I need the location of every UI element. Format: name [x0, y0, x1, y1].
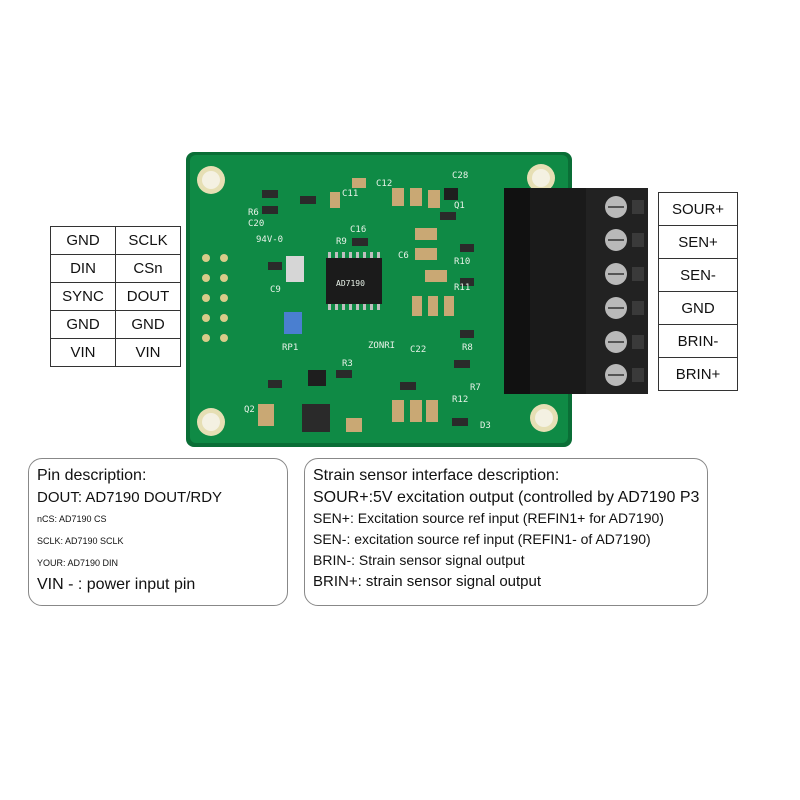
- svg-text:R10: R10: [454, 257, 470, 267]
- strain-description-line: SEN+: Excitation source ref input (REFIN…: [313, 510, 664, 526]
- pin-cell: GND: [50, 226, 116, 255]
- svg-text:Q1: Q1: [454, 201, 465, 211]
- terminal-label-table: SOUR+ SEN+ SEN- GND BRIN- BRIN+: [658, 192, 738, 391]
- pin-description-title: Pin description:: [37, 467, 147, 484]
- svg-text:R6: R6: [248, 208, 259, 218]
- strain-description-line: SEN-: excitation source ref input (REFIN…: [313, 531, 651, 547]
- svg-text:ZONRI: ZONRI: [368, 341, 395, 351]
- resistor-pack: [284, 312, 302, 334]
- pin-cell: DIN: [50, 254, 116, 283]
- pin-description-box: Pin description: DOUT: AD7190 DOUT/RDY n…: [28, 458, 288, 606]
- svg-text:D3: D3: [480, 421, 491, 431]
- svg-text:C20: C20: [248, 219, 264, 229]
- pin-description-line: YOUR: AD7190 DIN: [37, 558, 119, 568]
- pin-header-table: GND SCLK DIN CSn SYNC DOUT GND GND VIN V…: [50, 226, 181, 367]
- pin-cell: SCLK: [115, 226, 181, 255]
- pin-row: DIN CSn: [50, 254, 181, 283]
- mounting-holes: [197, 164, 558, 436]
- strain-description-title: Strain sensor interface description:: [313, 467, 560, 484]
- svg-text:C12: C12: [376, 179, 392, 189]
- terminal-block: [504, 188, 648, 394]
- pin-cell: DOUT: [115, 282, 181, 311]
- pin-description-line: DOUT: AD7190 DOUT/RDY: [37, 489, 223, 506]
- pin-description-line: nCS: AD7190 CS: [37, 514, 107, 524]
- terminal-label: BRIN+: [658, 357, 738, 391]
- svg-text:RP1: RP1: [282, 343, 298, 353]
- svg-text:R7: R7: [470, 383, 481, 393]
- crystal: [286, 256, 304, 282]
- pin-description-line: SCLK: AD7190 SCLK: [37, 536, 124, 546]
- svg-text:C22: C22: [410, 345, 426, 355]
- svg-text:C28: C28: [452, 171, 468, 181]
- pin-row: SYNC DOUT: [50, 282, 181, 311]
- pin-cell: GND: [115, 310, 181, 339]
- svg-text:C16: C16: [350, 225, 366, 235]
- terminal-screws: [605, 196, 627, 386]
- svg-text:R3: R3: [342, 359, 353, 369]
- svg-text:Q2: Q2: [244, 405, 255, 415]
- terminal-label: SOUR+: [658, 192, 738, 226]
- pin-cell: SYNC: [50, 282, 116, 311]
- pin-cell: CSn: [115, 254, 181, 283]
- pin-cell: VIN: [50, 338, 116, 367]
- header-pins: [202, 254, 228, 342]
- transistor-q1: [444, 188, 458, 200]
- terminal-label: BRIN-: [658, 324, 738, 358]
- svg-text:C9: C9: [270, 285, 281, 295]
- svg-text:C6: C6: [398, 251, 409, 261]
- svg-text:AD7190: AD7190: [336, 279, 365, 288]
- pin-cell: VIN: [115, 338, 181, 367]
- strain-sensor-description-box: Strain sensor interface description: SOU…: [304, 458, 708, 606]
- inductor: [302, 404, 330, 432]
- svg-text:C11: C11: [342, 189, 358, 199]
- transistor-q: [308, 370, 326, 386]
- strain-description-line: BRIN-: Strain sensor signal output: [313, 552, 525, 568]
- capacitors: [258, 178, 454, 432]
- svg-text:R8: R8: [462, 343, 473, 353]
- terminal-label: GND: [658, 291, 738, 325]
- pin-description-line: VIN - : power input pin: [37, 576, 196, 593]
- svg-text:R9: R9: [336, 237, 347, 247]
- terminal-wire-slots: [632, 200, 644, 382]
- pin-row: VIN VIN: [50, 338, 181, 367]
- strain-description-line: SOUR+:5V excitation output (controlled b…: [313, 489, 700, 506]
- svg-text:R11: R11: [454, 283, 470, 293]
- pin-cell: GND: [50, 310, 116, 339]
- pin-row: GND GND: [50, 310, 181, 339]
- adc-chip: [326, 252, 382, 310]
- strain-description-line: BRIN+: strain sensor signal output: [313, 573, 542, 590]
- pin-row: GND SCLK: [50, 226, 181, 255]
- silkscreen: R6 C20 C11 C12 C28 C16 R9 C6 R10 R11 C9 …: [244, 171, 491, 431]
- resistors: [262, 190, 474, 426]
- terminal-label: SEN-: [658, 258, 738, 292]
- svg-text:94V-0: 94V-0: [256, 235, 283, 245]
- terminal-label: SEN+: [658, 225, 738, 259]
- svg-text:R12: R12: [452, 395, 468, 405]
